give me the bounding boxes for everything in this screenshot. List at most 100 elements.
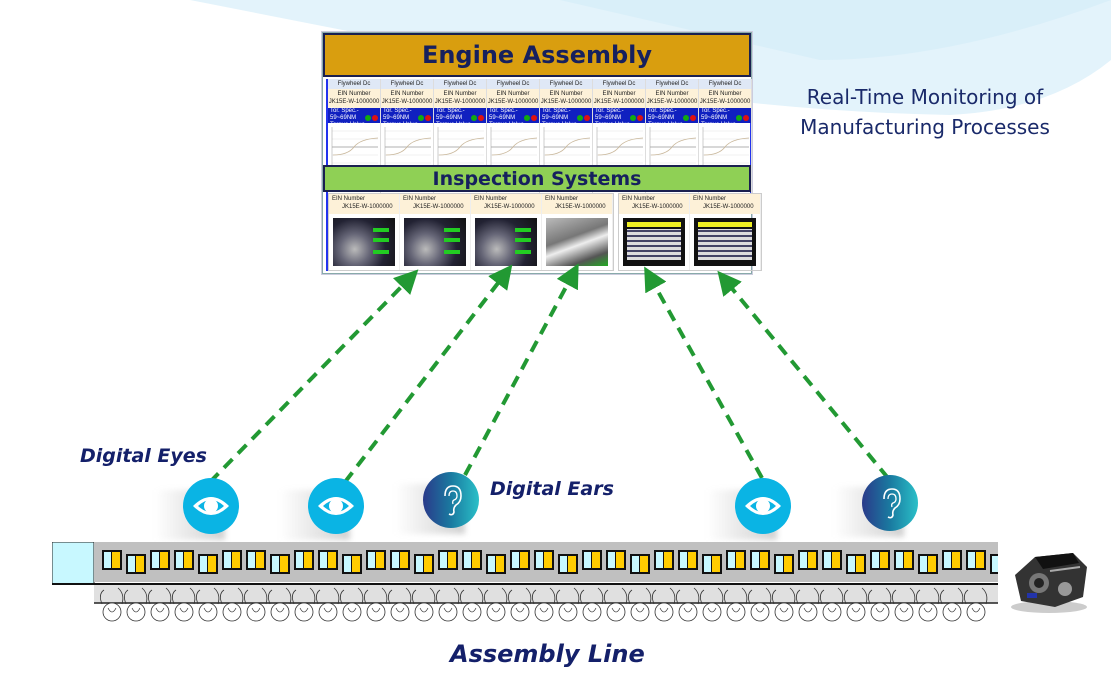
window-pane-yellow xyxy=(568,556,576,572)
window-pane-cyan xyxy=(560,556,567,572)
window-pane-yellow xyxy=(976,552,984,568)
window-pane-cyan xyxy=(608,552,615,568)
window-pane-yellow xyxy=(952,552,960,568)
window-pane-yellow xyxy=(472,552,480,568)
eye-icon xyxy=(193,497,229,515)
window-pane-cyan xyxy=(344,556,351,572)
window-pane-cyan xyxy=(152,552,159,568)
arrow-eye-3 xyxy=(644,266,764,479)
window-pane-cyan xyxy=(824,552,831,568)
ein-label: EIN Number xyxy=(443,91,477,97)
spec-text: Tor. Spec.- 59~69NM xyxy=(436,108,465,121)
worker-hands xyxy=(659,607,669,613)
worker-hands xyxy=(275,607,285,613)
window-pane-yellow xyxy=(400,552,408,568)
worker-arms xyxy=(556,587,580,605)
test-screen-view xyxy=(623,218,685,266)
window-pane-yellow xyxy=(232,552,240,568)
worker-hands xyxy=(179,607,189,613)
worker-arms xyxy=(268,587,292,605)
ein-value: JK15E-W-1000000 xyxy=(434,99,486,105)
window-pane-yellow xyxy=(664,552,672,568)
worker-hands xyxy=(683,607,693,613)
window-pane-cyan xyxy=(296,552,303,568)
worker-hands xyxy=(731,607,741,613)
conveyor-lower xyxy=(94,585,998,603)
engine-camera-view xyxy=(333,218,395,266)
worker-arms xyxy=(412,587,436,605)
window-pane-cyan xyxy=(536,552,543,568)
pipe-camera-view xyxy=(546,218,608,266)
eye-icon xyxy=(745,497,781,515)
digital-ear-sensor xyxy=(423,472,479,528)
ein-label: EIN Number xyxy=(708,91,742,97)
worker-arms xyxy=(148,587,172,605)
worker-hands xyxy=(371,607,381,613)
window-pane-cyan xyxy=(728,552,735,568)
worker-hands xyxy=(875,607,885,613)
station-name: Flywheel Dc xyxy=(699,79,751,89)
station-name: Flywheel Dc xyxy=(487,79,539,89)
ein-label: EIN Number xyxy=(545,196,579,202)
engine-assembly-title: Engine Assembly xyxy=(421,41,653,69)
window-pane-yellow xyxy=(304,552,312,568)
worker-arms xyxy=(580,587,604,605)
worker-hands xyxy=(419,607,429,613)
ein-value: JK15E-W-1000000 xyxy=(484,204,535,210)
test-screen-view xyxy=(694,218,756,266)
ein-value: JK15E-W-1000000 xyxy=(413,204,464,210)
worker-hands xyxy=(323,607,333,613)
spec-text: Tor. Spec.- 59~69NM xyxy=(489,108,518,121)
ng-status-icon xyxy=(584,115,590,121)
worker-arms xyxy=(724,587,748,605)
worker-arms xyxy=(820,587,844,605)
worker-arms xyxy=(196,587,220,605)
window-pane-yellow xyxy=(736,552,744,568)
torque-label: Torque Value xyxy=(383,122,418,128)
station-name: Flywheel Dc xyxy=(434,79,486,89)
ein-label: EIN Number xyxy=(496,91,530,97)
ein-value: JK15E-W-1000000 xyxy=(342,204,393,210)
worker-hands xyxy=(251,607,261,613)
worker-arms xyxy=(388,587,412,605)
engine-assembly-header: Engine Assembly xyxy=(323,33,751,77)
worker-hands xyxy=(155,607,165,613)
window-pane-yellow xyxy=(712,556,720,572)
ein-value: JK15E-W-1000000 xyxy=(540,99,592,105)
window-pane-yellow xyxy=(112,552,120,568)
window-pane-yellow xyxy=(616,552,624,568)
caption-line-1: Real-Time Monitoring of xyxy=(806,85,1044,109)
window-pane-yellow xyxy=(640,556,648,572)
spec-text: Tor. Spec.- 59~69NM xyxy=(383,108,412,121)
ein-value: JK15E-W-1000000 xyxy=(381,99,433,105)
torque-label: Torque Value xyxy=(701,122,736,128)
ein-value: JK15E-W-1000000 xyxy=(487,99,539,105)
torque-label: Torque Value xyxy=(330,122,365,128)
assembly-line-label: Assembly Line xyxy=(450,640,645,668)
window-pane-cyan xyxy=(752,552,759,568)
window-pane-cyan xyxy=(704,556,711,572)
worker-hands xyxy=(947,607,957,613)
window-pane-cyan xyxy=(488,556,495,572)
window-pane-cyan xyxy=(968,552,975,568)
window-pane-cyan xyxy=(800,552,807,568)
worker-hands xyxy=(923,607,933,613)
window-pane-cyan xyxy=(128,556,135,572)
worker-arms xyxy=(796,587,820,605)
worker-hands xyxy=(827,607,837,613)
window-pane-yellow xyxy=(256,552,264,568)
window-pane-cyan xyxy=(368,552,375,568)
window-pane-yellow xyxy=(544,552,552,568)
window-pane-cyan xyxy=(584,552,591,568)
